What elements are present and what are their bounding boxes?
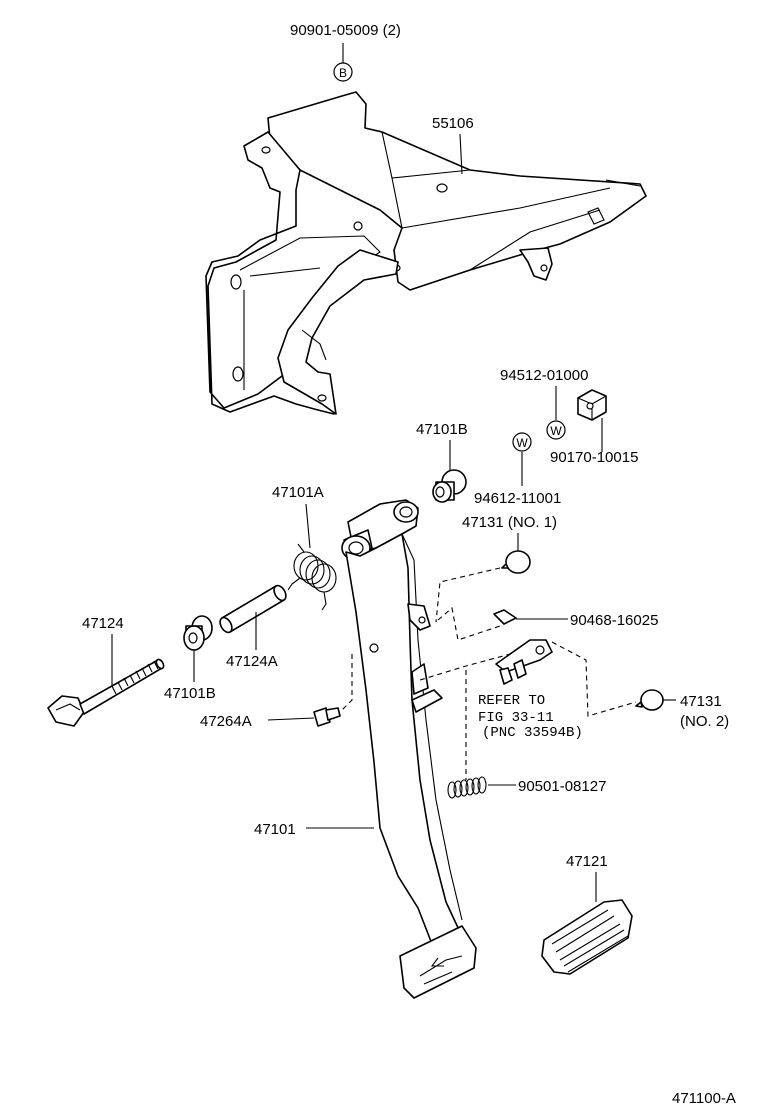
collar-47124A-callout: 47124A — [219, 584, 287, 670]
cushion-no2-icon — [635, 689, 664, 711]
pedal-support-bracket — [205, 91, 647, 415]
long-bolt-icon — [47, 658, 165, 727]
bushing-upper-callout: 47101B — [416, 421, 468, 503]
switch-bracket-icon — [495, 639, 553, 685]
figure-number: 471100-A — [672, 1090, 736, 1107]
label-bushing-lower: 47101B — [164, 685, 216, 702]
bushing-upper-icon — [432, 469, 467, 503]
brake-pedal-arm — [341, 499, 477, 999]
label-nut-90170: 90170-10015 — [550, 449, 638, 466]
torsion-spring-icon — [287, 543, 337, 611]
w-mark-letter-upper: W — [550, 424, 562, 438]
cushion-no1-callout: 47131 (NO. 1) — [435, 514, 557, 623]
label-clip-94512: 94512-01000 — [500, 367, 588, 384]
label-cushion-no2-a: 47131 — [680, 693, 722, 710]
w-mark-icon-lower — [512, 432, 532, 452]
bolt-90901-callout: 90901-05009 (2) B — [290, 22, 401, 82]
bracket-55106-callout: 55106 — [432, 115, 474, 175]
label-cushion-no1: 47131 (NO. 1) — [462, 514, 557, 531]
clip-nut-callout: 94512-01000 W 90170-10015 — [500, 367, 638, 466]
w-mark-letter-lower: W — [516, 436, 528, 450]
bolt-47124-callout: 47124 — [47, 615, 165, 727]
label-pedal-47101: 47101 — [254, 821, 296, 838]
pin-47264A-callout: 47264A — [200, 707, 341, 730]
clevis-pin-callout: 90468-16025 — [493, 609, 658, 629]
label-pin-47264A: 47264A — [200, 713, 252, 730]
collar-tube-icon — [219, 584, 287, 634]
label-refer-line1: REFER TO — [478, 693, 545, 709]
label-bolt-47124: 47124 — [82, 615, 124, 632]
label-spring-47101A: 47101A — [272, 484, 324, 501]
label-spring-90501: 90501-08127 — [518, 778, 606, 795]
label-refer-line3: (PNC 33594B) — [482, 725, 583, 741]
pedal-47101-callout: 47101 — [254, 821, 374, 838]
spring-47101A-callout: 47101A — [272, 484, 337, 611]
bushing-lower-icon — [183, 615, 213, 651]
w-mark-icon — [546, 420, 566, 440]
label-washer-94612: 94612-11001 — [474, 490, 561, 507]
pedal-pad-icon — [541, 899, 633, 975]
label-collar-47124A: 47124A — [226, 653, 278, 670]
b-mark-letter: B — [339, 66, 347, 80]
pedal-pad-callout: 47121 — [541, 853, 633, 975]
coil-spring-icon — [447, 776, 487, 799]
bushing-lower-callout: 47101B — [164, 615, 216, 702]
label-refer-line2: FIG 33-11 — [478, 710, 554, 726]
pin-90468-icon — [493, 609, 517, 625]
label-pin-90468: 90468-16025 — [570, 612, 658, 629]
label-pad-47121: 47121 — [566, 853, 608, 870]
washer-94612-callout: W 94612-11001 — [474, 432, 561, 507]
label-cushion-no2-b: (NO. 2) — [680, 713, 729, 730]
refer-to-fig-note: REFER TO FIG 33-11 (PNC 33594B) — [478, 693, 583, 741]
pin-47264A-icon — [313, 707, 341, 727]
label-bushing-upper: 47101B — [416, 421, 468, 438]
label-bracket-55106: 55106 — [432, 115, 474, 132]
cushion-no1-icon — [501, 550, 531, 574]
spring-90501-callout: 90501-08127 — [447, 776, 606, 799]
label-bolt-90901: 90901-05009 (2) — [290, 22, 401, 39]
cushion-no2-callout: 47131 (NO. 2) — [635, 689, 729, 730]
